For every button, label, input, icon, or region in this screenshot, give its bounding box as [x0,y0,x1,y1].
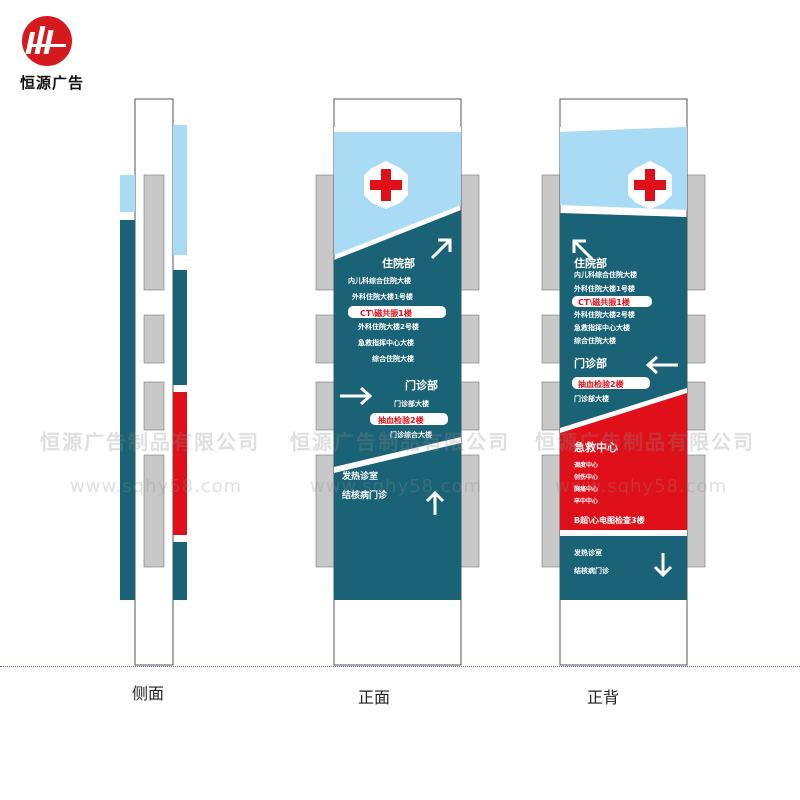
back-emergency-item-0: 调度中心 [574,461,598,469]
side-view [120,98,187,666]
front-inpatient-item-0: 内儿科综合住院大楼 [348,276,411,285]
back-view: 住院部 内儿科综合住院大楼 外科住院大楼1号楼 CT\磁共振1楼 外科住院大楼2… [541,98,706,666]
back-outpatient-item-0: 抽血检验2楼 [578,379,624,389]
back-inpatient-item-0: 内儿科综合住院大楼 [574,270,637,279]
back-inpatient-item-3: 外科住院大楼2号楼 [574,310,635,319]
back-ct-badge [572,296,652,307]
watermark-company-1: 恒源广告制品有限公司 [40,430,260,454]
watermark-url-1: www.sqhy58.com [70,476,243,497]
front-outpatient-title: 门诊部 [405,378,438,392]
back-outpatient-title: 门诊部 [574,356,607,370]
front-inpatient-title: 住院部 [382,256,415,270]
arrow-right-icon [340,386,373,406]
caption-side: 侧面 [132,684,165,703]
watermark-url-2: www.sqhy58.com [310,476,483,497]
back-inpatient-title: 住院部 [574,256,607,270]
front-ct-badge [348,306,446,318]
back-inpatient-item-5: 综合住院大楼 [574,336,616,345]
back-inpatient-item-2: CT\磁共振1楼 [578,297,630,307]
red-cross-icon [628,161,672,209]
caption-front: 正面 [358,688,391,707]
watermark-company-3: 恒源广告制品有限公司 [535,430,755,454]
arrow-left-icon [645,355,678,375]
front-view: 住院部 内儿科综合住院大楼 外科住院大楼1号楼 CT\磁共振1楼 外科住院大楼2… [315,98,480,666]
back-inpatient-item-1: 外科住院大楼1号楼 [574,284,635,293]
front-inpatient-item-3: 外科住院大楼2号楼 [358,322,419,331]
ground-line [0,666,800,667]
watermark-url-3: www.sqhy58.com [555,476,728,497]
watermark-company-2: 恒源广告制品有限公司 [290,430,510,454]
red-cross-icon [364,161,408,209]
brand-logo-icon [22,16,72,66]
arrow-up-left-icon [572,239,594,261]
caption-back: 正背 [587,688,620,707]
back-blood-badge [572,377,650,389]
front-bottom-item-0: 发热诊室 [341,470,378,482]
front-inpatient-item-5: 综合住院大楼 [372,354,414,363]
back-bottom-item-0: 发热诊室 [573,548,602,557]
back-emergency-item-3: 卒中中心 [574,497,598,505]
front-blood-badge [370,413,448,425]
back-emergency-title: 急救中心 [574,440,618,454]
back-emergency-item-4: B超\心电图检查3楼 [574,515,645,525]
back-emergency-item-2: 胸痛中心 [574,485,598,493]
back-emergency-item-1: 创伤中心 [573,473,598,481]
arrow-up-right-icon [430,238,452,260]
back-outpatient-item-1: 门诊部大楼 [574,394,609,403]
front-outpatient-item-1: 抽血检验2楼 [378,415,424,425]
front-outpatient-item-2: 门诊综合大楼 [390,430,432,439]
front-inpatient-item-1: 外科住院大楼1号楼 [352,292,413,301]
front-inpatient-item-4: 急救指挥中心大楼 [358,338,414,347]
brand-name: 恒源广告 [20,74,85,92]
back-bottom-item-1: 结核病门诊 [573,566,610,575]
arrow-down-icon [653,553,673,578]
front-bottom-item-1: 结核病门诊 [342,489,388,501]
front-inpatient-item-2: CT\磁共振1楼 [360,308,412,318]
front-outpatient-item-0: 门诊部大楼 [394,399,429,408]
back-inpatient-item-4: 急救指挥中心大楼 [574,323,630,332]
arrow-up-icon [425,490,445,515]
